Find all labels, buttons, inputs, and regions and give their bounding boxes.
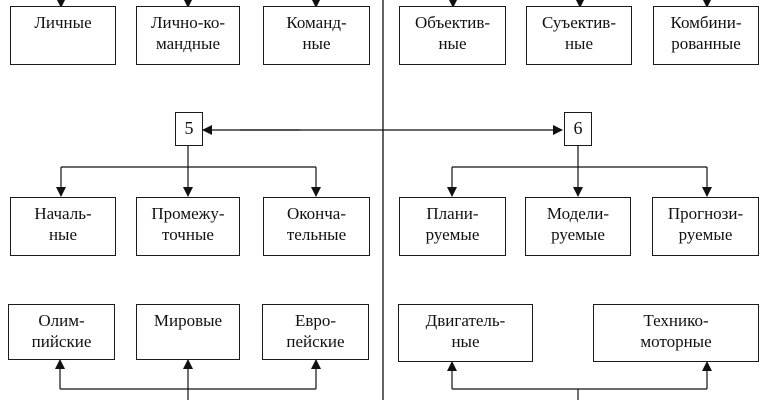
box-label: Началь- xyxy=(34,204,92,223)
box-label: пийские xyxy=(31,332,92,351)
box-label: Комбини- xyxy=(670,13,742,32)
box-label: руемые xyxy=(678,225,733,244)
box-label: ные xyxy=(302,34,331,53)
box-label: Прогнози- xyxy=(667,204,744,223)
box-label: Олим- xyxy=(38,311,85,330)
box-label: Личные xyxy=(34,13,92,32)
box-label: Лично-ко- xyxy=(151,13,225,32)
box-label: Двигатель- xyxy=(425,311,506,330)
box-motor: Двигатель- ные xyxy=(398,304,533,362)
box-label: моторные xyxy=(640,332,712,351)
box-personal: Личные xyxy=(10,6,116,65)
box-olympic: Олим- пийские xyxy=(8,304,115,360)
box-label: ные xyxy=(451,332,480,351)
box-personal-team: Лично-ко- мандные xyxy=(136,6,240,65)
box-initial: Началь- ные xyxy=(10,197,116,256)
box-label: ные xyxy=(48,225,78,244)
box-team: Команд- ные xyxy=(263,6,370,65)
box-european: Евро- пейские xyxy=(262,304,369,360)
box-label: ные xyxy=(564,34,594,53)
node-6: 6 xyxy=(564,112,592,146)
box-final: Оконча- тельные xyxy=(263,197,370,256)
box-label: Промежу- xyxy=(151,204,225,223)
box-label: Объектив- xyxy=(414,13,491,32)
box-label: ные xyxy=(438,34,467,53)
box-label: Плани- xyxy=(426,204,479,223)
box-label: Евро- xyxy=(294,311,337,330)
box-label: тельные xyxy=(286,225,347,244)
box-world: Мировые xyxy=(136,304,240,360)
box-label: пейские xyxy=(286,332,345,351)
box-label: мандные xyxy=(156,34,220,53)
box-intermediate: Промежу- точные xyxy=(136,197,240,256)
box-forecast: Прогнози- руемые xyxy=(652,197,759,256)
box-label: руемые xyxy=(425,225,480,244)
box-label: рованные xyxy=(671,34,741,53)
box-planned: Плани- руемые xyxy=(399,197,506,256)
box-label: руемые xyxy=(551,225,605,244)
box-label: Команд- xyxy=(286,13,347,32)
box-modeled: Модели- руемые xyxy=(525,197,631,256)
box-label: Мировые xyxy=(153,311,223,330)
box-objective: Объектив- ные xyxy=(399,6,506,65)
box-label: Суъектив- xyxy=(541,13,616,32)
box-combined: Комбини- рованные xyxy=(653,6,759,65)
box-label: Оконча- xyxy=(286,204,347,223)
box-subjective: Суъектив- ные xyxy=(526,6,632,65)
box-technomotor: Технико- моторные xyxy=(593,304,759,362)
box-label: Технико- xyxy=(643,311,709,330)
box-label: Модели- xyxy=(546,204,610,223)
node-5: 5 xyxy=(175,112,203,146)
box-label: точные xyxy=(162,225,214,244)
